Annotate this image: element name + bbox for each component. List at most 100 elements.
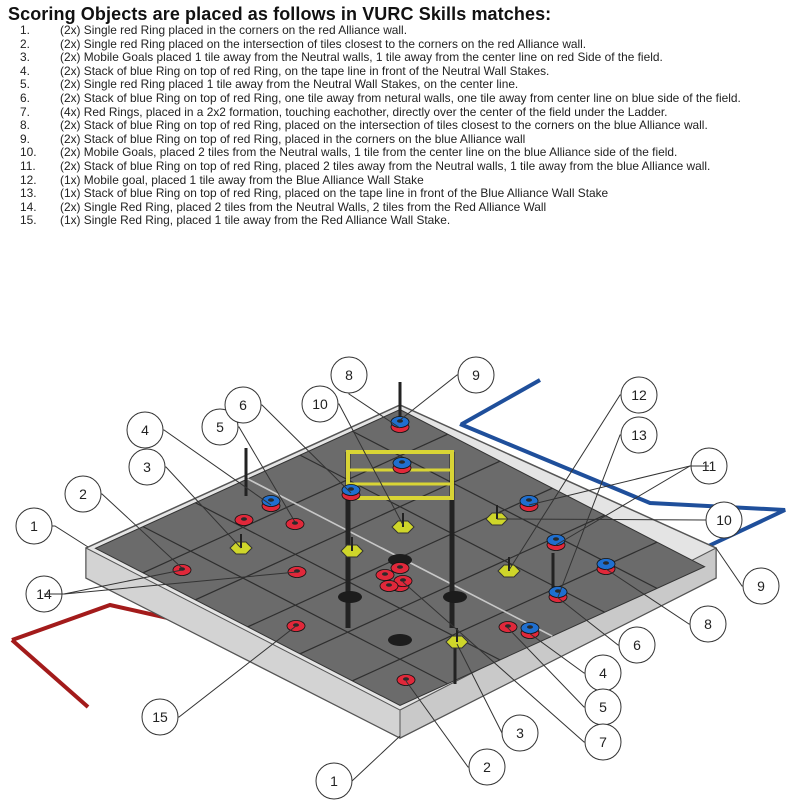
- red-ring-hole: [397, 565, 403, 569]
- blue-ring-hole: [553, 537, 559, 541]
- ladder-foot: [388, 554, 412, 566]
- callout-circle: [201, 408, 239, 446]
- list-item-number: 13.: [20, 186, 37, 201]
- list-item-text: (2x) Stack of blue Ring on top of red Ri…: [60, 131, 526, 146]
- list-item: 1. (2x) Single red Ring placed in the cor…: [0, 23, 800, 38]
- list-item-text: (1x) Stack of blue Ring on top of red Ri…: [60, 186, 609, 201]
- callout-number-13: 13: [631, 427, 647, 443]
- page-title: Scoring Objects are placed as follows in…: [8, 4, 552, 24]
- blue-ring-hole: [348, 487, 354, 491]
- callout-number-2: 2: [79, 486, 87, 502]
- placement-list: 1. (2x) Single red Ring placed in the cor…: [0, 23, 800, 228]
- list-item-number: 11.: [20, 158, 36, 173]
- list-item-text: (2x) Stack of blue Ring on top of red Ri…: [60, 158, 711, 173]
- red-ring-hole: [293, 623, 299, 627]
- blue-ring-hole: [603, 561, 609, 565]
- list-item: 15. (1x) Single Red Ring, placed 1 tile a…: [0, 214, 800, 228]
- list-item-text: (2x) Single red Ring placed 1 tile away …: [60, 77, 519, 92]
- callout-number-15: 15: [152, 709, 168, 725]
- list-item-text: (2x) Single red Ring placed in the corne…: [60, 23, 407, 37]
- callout-circle: [618, 626, 656, 664]
- list-item-text: (2x) Single red Ring placed on the inter…: [60, 36, 587, 51]
- callout-number-9: 9: [472, 367, 480, 383]
- callout-number-9: 9: [757, 578, 765, 594]
- callout-circle: [141, 698, 179, 736]
- ladder-foot: [338, 591, 362, 603]
- callout-circle: [301, 385, 339, 423]
- callout-number-5: 5: [216, 419, 224, 435]
- callout-number-1: 1: [30, 518, 38, 534]
- list-item: 12. (1x) Mobile goal, placed 1 tile away …: [0, 172, 800, 188]
- list-item-number: 14.: [20, 199, 37, 214]
- callout-number-6: 6: [239, 397, 247, 413]
- callout-leader-line: [555, 465, 709, 546]
- list-item-number: 10.: [20, 145, 37, 160]
- callout-circle: [705, 501, 743, 539]
- blue-ring-hole: [399, 460, 405, 464]
- red-ring-hole: [403, 677, 409, 681]
- list-item-number: 8.: [20, 118, 30, 133]
- callout-number-3: 3: [516, 725, 524, 741]
- list-item-text: (2x) Stack of blue Ring on top of red Ri…: [60, 118, 708, 133]
- red-ring-hole: [241, 517, 247, 521]
- list-item-number: 7.: [20, 104, 30, 119]
- callout-number-2: 2: [483, 759, 491, 775]
- red-alliance-wall-line: [10, 638, 90, 709]
- callout-number-8: 8: [345, 367, 353, 383]
- callout-circle: [620, 376, 658, 414]
- list-item-number: 12.: [20, 172, 37, 187]
- callout-circle: [330, 356, 368, 394]
- callout-circle: [689, 605, 727, 643]
- ladder: [338, 450, 467, 646]
- callout-circle: [468, 748, 506, 786]
- list-item-text: (4x) Red Rings, placed in a 2x2 formatio…: [60, 104, 668, 119]
- blue-ring-hole: [526, 498, 532, 502]
- callout-circle: [457, 356, 495, 394]
- list-item-number: 1.: [20, 23, 30, 37]
- list-item-text: (1x) Single Red Ring, placed 1 tile away…: [60, 213, 451, 228]
- callout-number-5: 5: [599, 699, 607, 715]
- callout-number-4: 4: [599, 665, 607, 681]
- blue-ring-hole: [527, 625, 533, 629]
- list-item: 11. (2x) Stack of blue Ring on top of red…: [0, 158, 800, 174]
- red-ring-hole: [386, 583, 392, 587]
- list-item: 5. (2x) Single red Ring placed 1 tile awa…: [0, 78, 800, 92]
- list-item: 8. (2x) Stack of blue Ring on top of red …: [0, 119, 800, 133]
- callout-circle: [126, 411, 164, 449]
- list-item: 13. (1x) Stack of blue Ring on top of red…: [0, 187, 800, 201]
- list-item: 7. (4x) Red Rings, placed in a 2x2 format…: [0, 104, 800, 120]
- list-item-text: (2x) Mobile Goals, placed 2 tiles from t…: [60, 145, 678, 160]
- callout-number-12: 12: [631, 387, 647, 403]
- blue-ring-hole: [268, 498, 274, 502]
- ladder-foot: [388, 634, 412, 646]
- list-item-number: 4.: [20, 63, 30, 78]
- list-item-number: 15.: [20, 213, 37, 228]
- list-item: 9. (2x) Stack of blue Ring on top of red …: [0, 131, 800, 147]
- list-item: 3. (2x) Mobile Goals placed 1 tile away f…: [0, 51, 800, 65]
- ladder-foot: [443, 591, 467, 603]
- list-item-number: 3.: [20, 50, 30, 65]
- list-item-text: (2x) Stack of blue Ring on top of red Ri…: [60, 90, 741, 105]
- callout-circle: [128, 448, 166, 486]
- list-item-text: (2x) Stack of blue Ring on top of red Ri…: [60, 63, 550, 78]
- list-item-text: (2x) Mobile Goals placed 1 tile away fro…: [60, 50, 663, 65]
- callout-number-10: 10: [716, 512, 732, 528]
- list-item-number: 6.: [20, 90, 30, 105]
- list-item: 6. (2x) Stack of blue Ring on top of red …: [0, 90, 800, 106]
- callout-number-3: 3: [143, 459, 151, 475]
- callout-circle: [15, 507, 53, 545]
- callout-number-11: 11: [702, 458, 717, 474]
- list-item-text: (1x) Mobile goal, placed 1 tile away fro…: [60, 172, 424, 187]
- callout-circle: [742, 567, 780, 605]
- list-item: 10. (2x) Mobile Goals, placed 2 tiles fro…: [0, 146, 800, 160]
- callout-leader-line: [44, 571, 298, 595]
- list-item-number: 9.: [20, 131, 30, 146]
- callout-circle: [64, 475, 102, 513]
- callout-number-4: 4: [141, 422, 149, 438]
- list-item-number: 5.: [20, 77, 30, 92]
- callout-number-8: 8: [704, 616, 712, 632]
- callout-circle: [315, 762, 353, 800]
- red-ring-hole: [292, 521, 298, 525]
- callout-circle: [224, 386, 262, 424]
